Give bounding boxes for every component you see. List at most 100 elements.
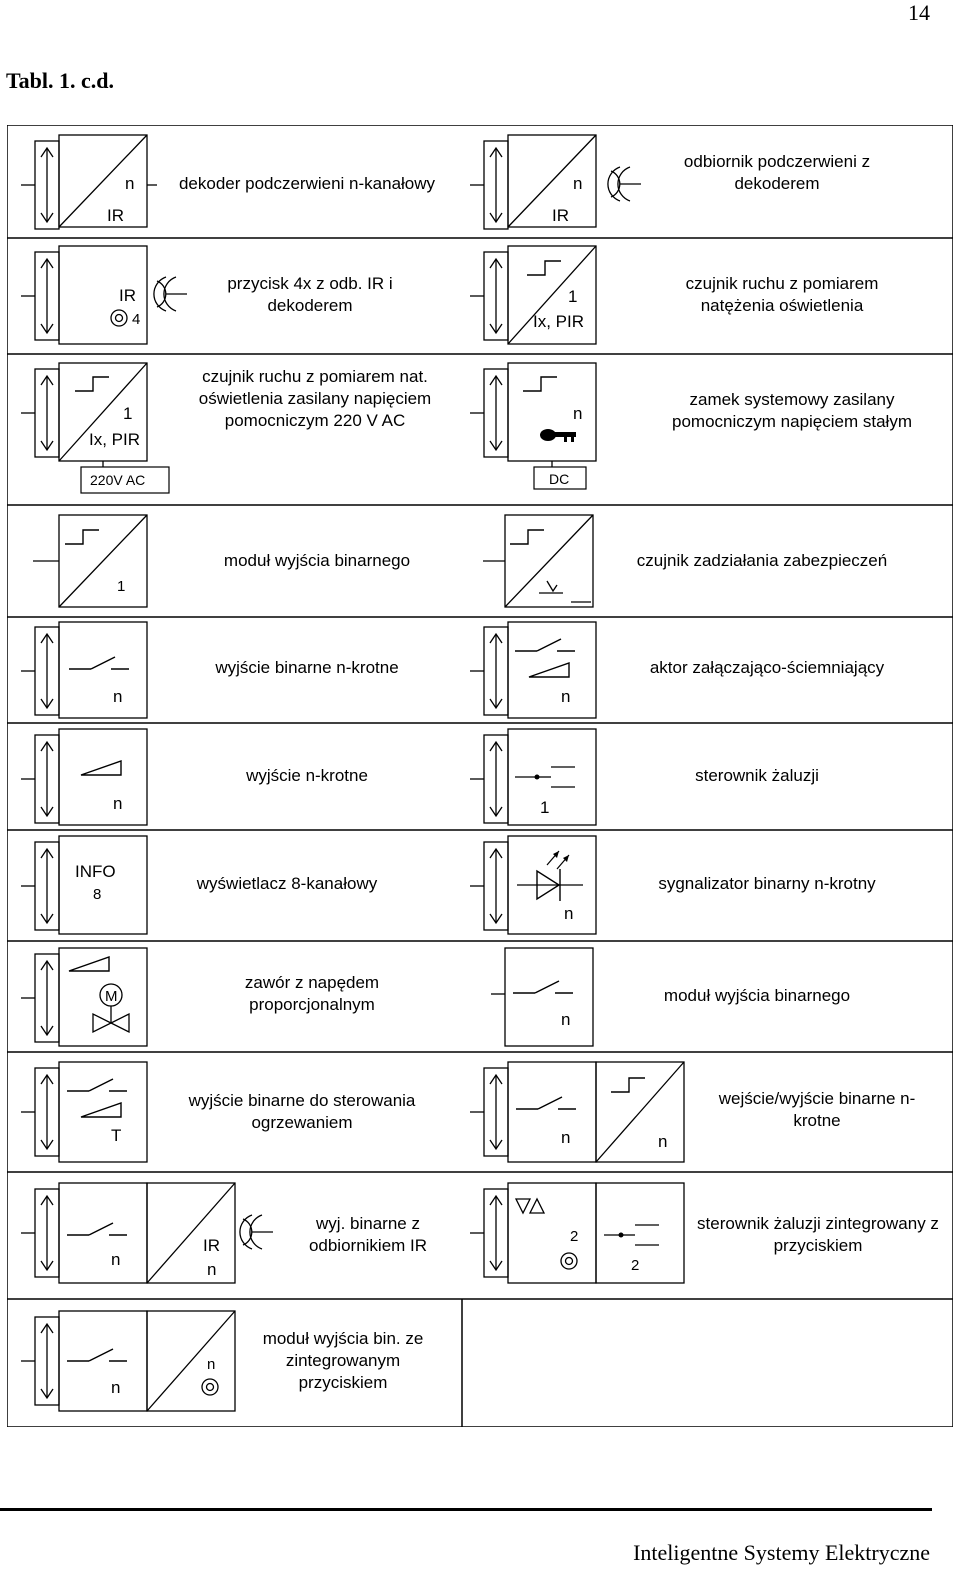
label-binary-output-n: wyjście binarne n-krotne xyxy=(215,658,399,677)
binary-output-ir-letter-b: n xyxy=(207,1260,216,1279)
switch-icon xyxy=(512,980,574,994)
label-blind-controller: sterownik żaluzji xyxy=(695,766,819,785)
label-ir-receiver: odbiornik podczerwieni z dekoderem xyxy=(683,152,871,193)
table-title: Tabl. 1. c.d. xyxy=(6,68,115,93)
motion-lux-230-supply: 220V AC xyxy=(90,472,145,488)
binary-output-module-2-letter: n xyxy=(561,1010,570,1029)
system-lock-symbol: n DC xyxy=(469,362,597,490)
step-icon xyxy=(64,529,100,545)
step-icon xyxy=(522,376,558,392)
label-output-n: wyjście n-krotne xyxy=(246,766,368,785)
motion-lux-symbol: 1 Ix, PIR xyxy=(469,245,597,345)
footer-text: Inteligentne Systemy Elektryczne xyxy=(633,1540,930,1565)
switch-icon xyxy=(514,638,576,652)
page-number: 14 xyxy=(908,0,930,25)
up-down-triangles-icon xyxy=(514,1197,546,1215)
binary-io-letter-b: n xyxy=(658,1132,667,1151)
ir-receiver-letter: n xyxy=(573,174,582,193)
step-icon xyxy=(610,1077,646,1093)
label-binary-output-button: moduł wyjścia bin. ze zintegrowanym przy… xyxy=(262,1329,424,1392)
heating-output-symbol: T xyxy=(20,1061,148,1163)
dimming-actuator-symbol: n xyxy=(469,621,597,719)
motion-lux-count: 1 xyxy=(568,287,577,306)
motion-lux-230-symbol: 1 Ix, PIR 220V AC xyxy=(20,362,170,494)
label-heating-output: wyjście binarne do sterowania ogrzewanie… xyxy=(188,1091,416,1132)
ir-decoder-letter: n xyxy=(125,174,134,193)
push-button-icon xyxy=(201,1378,219,1396)
fuse-sensor-symbol xyxy=(483,514,594,608)
label-binary-output-module-2: moduł wyjścia binarnego xyxy=(663,986,851,1005)
label-proportional-valve: zawór z napędem proporcjonalnym xyxy=(244,973,380,1014)
binary-signaller-symbol: n xyxy=(469,835,597,935)
button-ir-code: IR xyxy=(119,286,136,305)
binary-output-n-letter: n xyxy=(113,687,122,706)
binary-io-letter-a: n xyxy=(561,1128,570,1147)
switch-icon xyxy=(66,1348,128,1362)
binary-output-button-letter-b: n xyxy=(207,1356,215,1373)
label-button-ir: przycisk 4x z odb. IR i dekoderem xyxy=(227,274,393,315)
dimmer-wedge-icon xyxy=(80,1102,122,1118)
binary-output-module-2-symbol: n xyxy=(491,947,594,1047)
switch-icon xyxy=(68,656,130,670)
dimmer-wedge-icon xyxy=(80,760,122,776)
blind-controller-button-count-a: 2 xyxy=(570,1228,578,1245)
label-motion-lux: czujnik ruchu z pomiarem natężenia oświe… xyxy=(685,274,879,315)
key-icon xyxy=(540,429,576,442)
display-code: INFO xyxy=(75,862,116,881)
label-binary-output-ir: wyj. binarne z odbiornikiem IR xyxy=(308,1214,428,1255)
label-fuse-sensor: czujnik zadziałania zabezpieczeń xyxy=(636,551,888,570)
label-system-lock: zamek systemowy zasilany pomocniczym nap… xyxy=(672,390,912,431)
binary-output-button-letter-a: n xyxy=(111,1378,120,1397)
output-n-symbol: n xyxy=(20,728,148,826)
system-lock-supply: DC xyxy=(549,471,569,487)
push-button-icon xyxy=(110,309,128,327)
binary-output-ir-symbol: n IR n xyxy=(20,1182,274,1284)
step-icon xyxy=(526,260,562,276)
step-icon xyxy=(74,376,110,392)
led-icon xyxy=(517,850,583,901)
label-ir-decoder: dekoder podczerwieni n-kanałowy xyxy=(178,174,436,193)
binary-output-ir-code: IR xyxy=(203,1236,220,1255)
binary-output-ir-letter-a: n xyxy=(111,1250,120,1269)
fuse-trip-icon xyxy=(539,580,591,603)
push-button-icon xyxy=(560,1252,578,1270)
motor-valve-icon xyxy=(92,983,130,1034)
blind-controller-button-symbol: 2 2 xyxy=(469,1182,685,1284)
switch-icon xyxy=(66,1078,128,1092)
label-motion-lux-230: czujnik ruchu z pomiarem nat. oświetleni… xyxy=(198,367,432,430)
ir-waves-icon xyxy=(153,276,188,312)
output-n-letter: n xyxy=(113,794,122,813)
system-lock-letter: n xyxy=(573,404,582,423)
motion-lux-230-count: 1 xyxy=(123,404,132,423)
symbol-table: n IR n IR IR 4 1 Ix, PIR 1 Ix, PIR xyxy=(7,125,953,1427)
proportional-valve-symbol: M xyxy=(20,947,148,1047)
binary-output-button-symbol: n n xyxy=(20,1310,236,1412)
blind-controller-symbol: 1 xyxy=(469,728,597,826)
blind-switch-icon xyxy=(604,1224,659,1246)
switch-icon xyxy=(515,1096,577,1110)
binary-signaller-letter: n xyxy=(564,904,573,923)
binary-output-module-symbol: 1 xyxy=(33,514,148,608)
blind-controller-count: 1 xyxy=(540,798,549,817)
blind-switch-icon xyxy=(515,766,575,788)
binary-output-n-symbol: n xyxy=(20,621,148,719)
ir-waves-icon xyxy=(239,1214,274,1250)
ir-decoder-symbol: n IR xyxy=(20,134,157,230)
motion-lux-code: Ix, PIR xyxy=(533,312,584,331)
dimmer-wedge-icon xyxy=(68,956,110,972)
footer-rule xyxy=(0,1508,932,1511)
display-symbol: INFO 8 xyxy=(20,835,148,935)
ir-waves-icon xyxy=(607,166,642,202)
dimmer-wedge-icon xyxy=(528,662,570,678)
ir-decoder-code: IR xyxy=(107,206,124,225)
label-dimming-actuator: aktor załączająco-ściemniający xyxy=(649,658,885,677)
blind-controller-button-count-b: 2 xyxy=(631,1257,639,1274)
button-ir-symbol: IR 4 xyxy=(20,245,188,345)
label-binary-io: wejście/wyjście binarne n-krotne xyxy=(718,1089,916,1130)
ir-receiver-code: IR xyxy=(552,206,569,225)
button-ir-count: 4 xyxy=(132,311,140,328)
binary-output-module-count: 1 xyxy=(117,578,125,595)
proportional-valve-code: M xyxy=(105,988,118,1005)
dimming-actuator-letter: n xyxy=(561,687,570,706)
heating-output-code: T xyxy=(111,1126,121,1145)
